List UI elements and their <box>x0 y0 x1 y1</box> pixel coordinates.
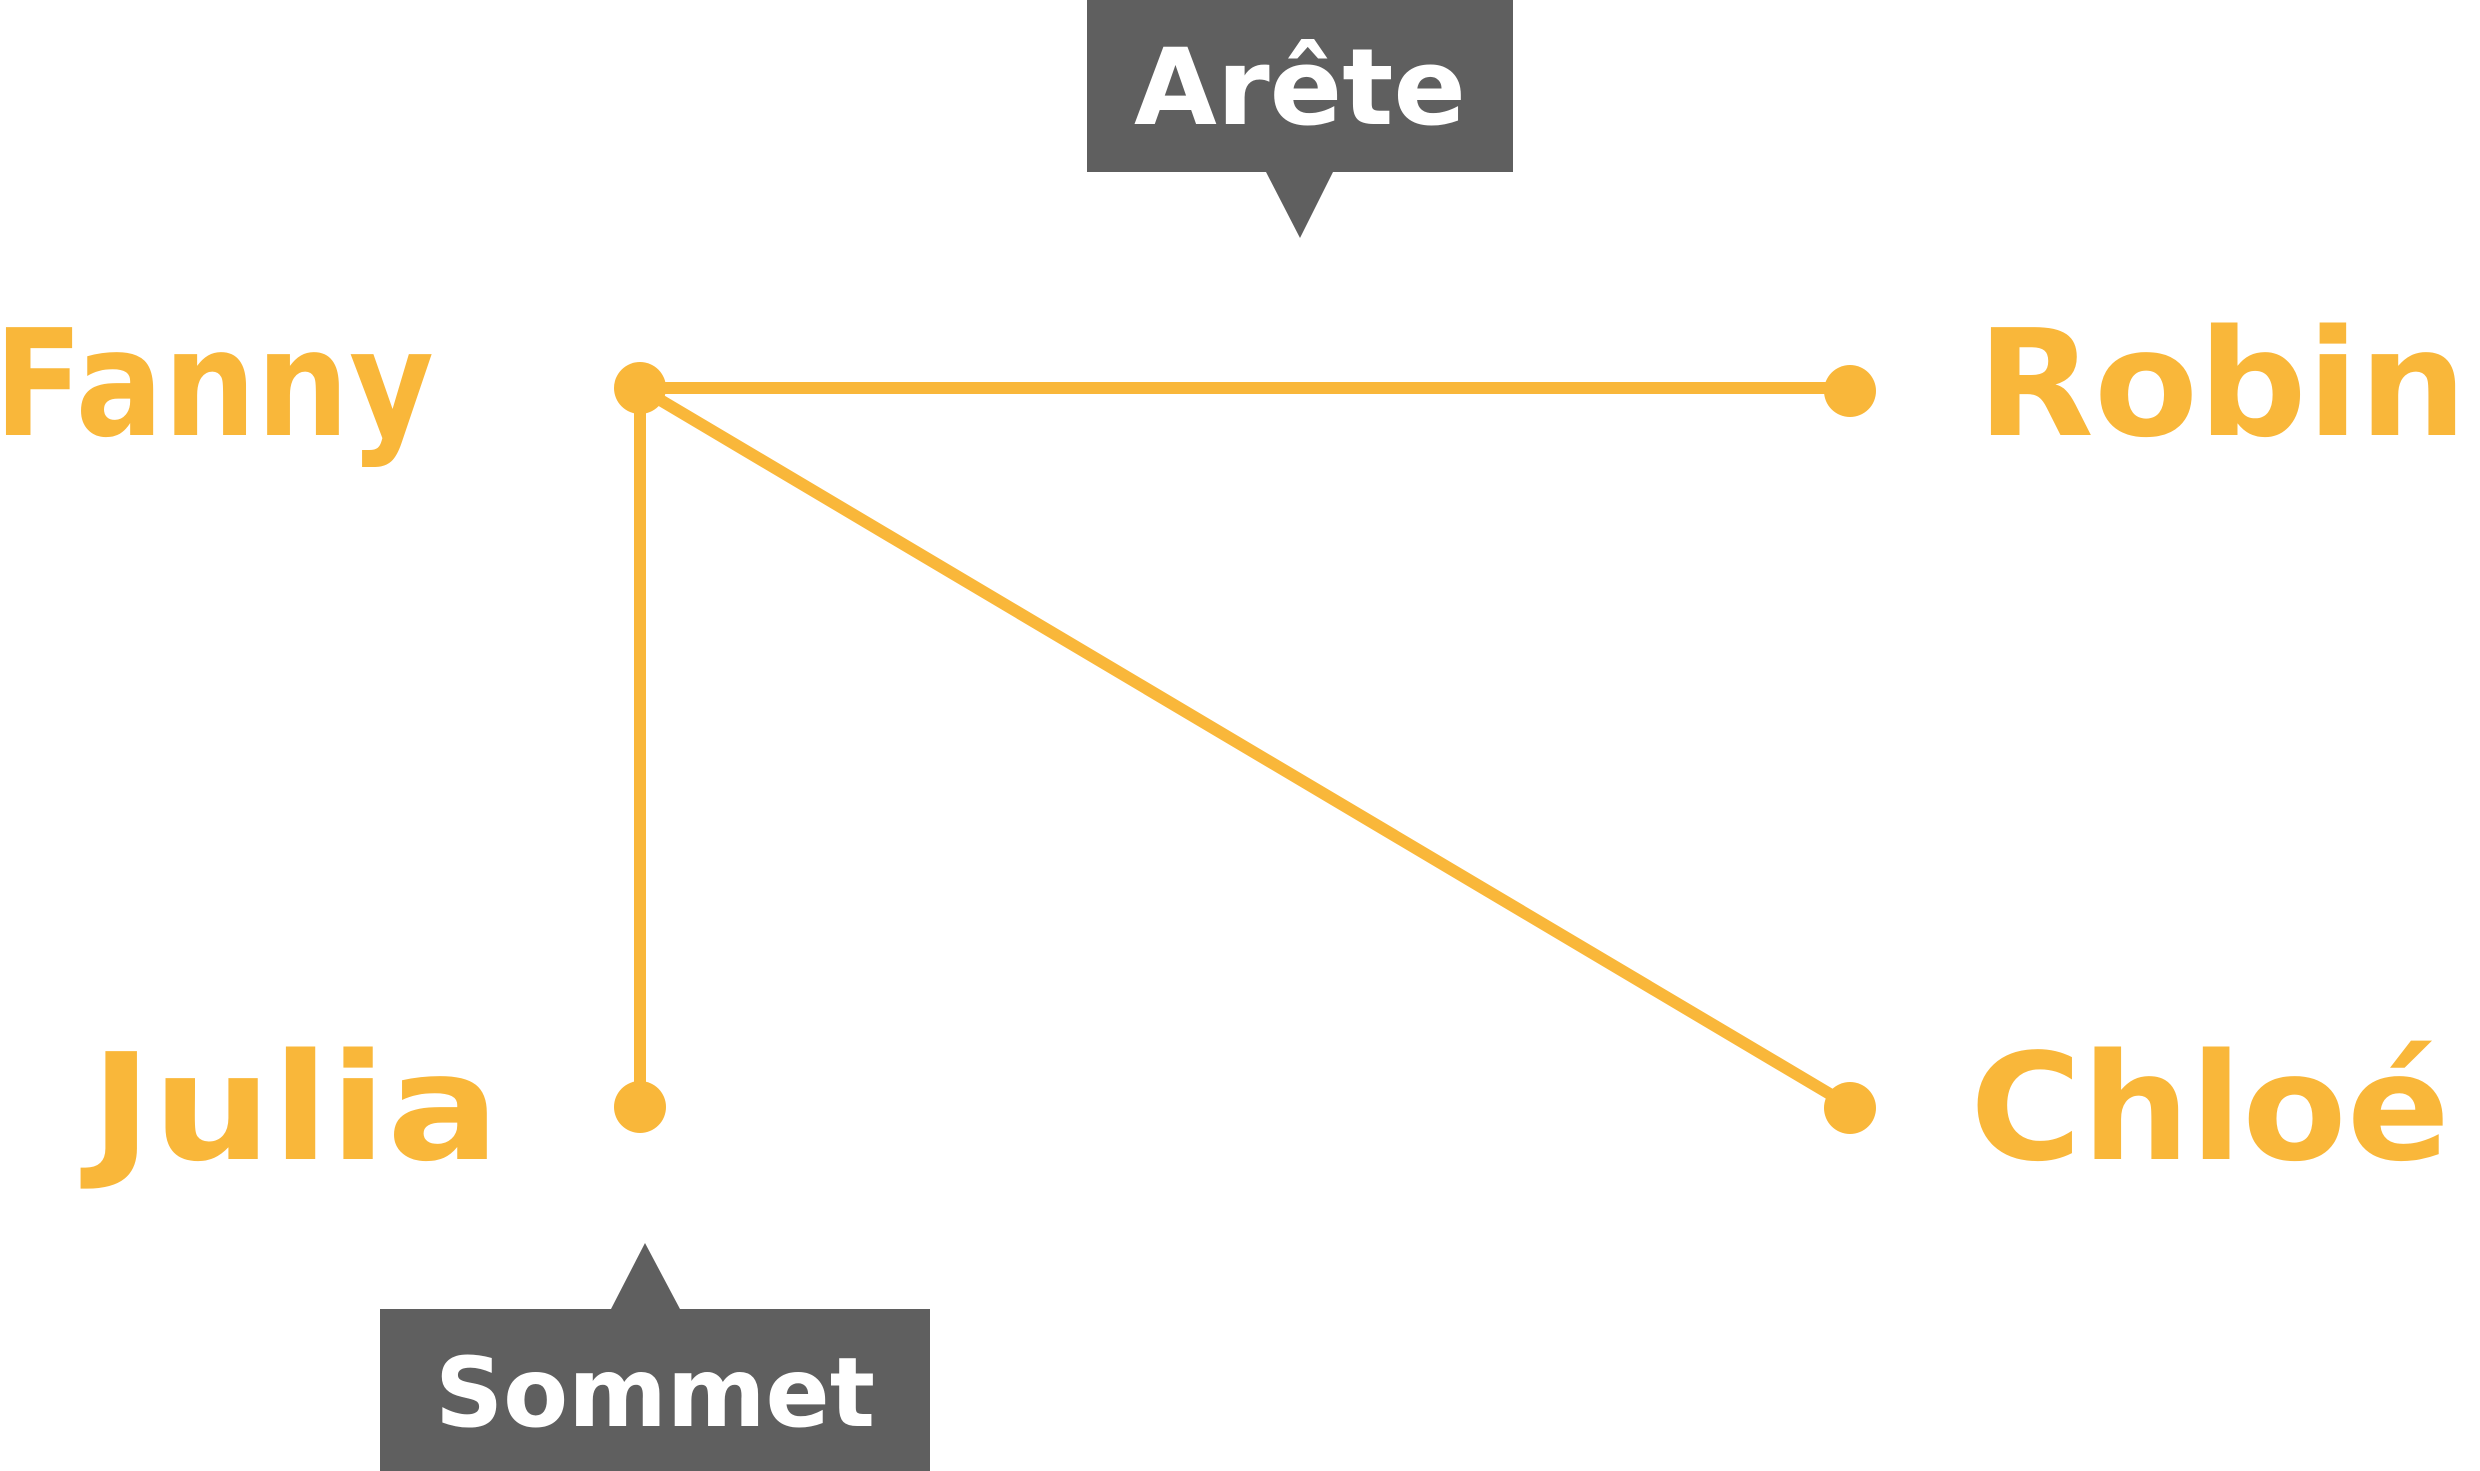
vertex-robin <box>1824 365 1876 417</box>
node-label-chloe: Chloé <box>1970 1022 2450 1194</box>
node-labels: Fanny Robin Julia Chloé <box>0 298 2467 1194</box>
node-label-fanny: Fanny <box>0 298 434 470</box>
node-label-robin: Robin <box>1977 298 2467 470</box>
vertex-fanny <box>614 362 666 414</box>
callout-edge-box <box>1087 0 1513 238</box>
edges <box>634 382 1856 1112</box>
vertices <box>614 362 1876 1134</box>
callout-edge: Arête <box>1087 0 1513 238</box>
callout-vertex: Sommet <box>380 1243 930 1471</box>
node-label-julia: Julia <box>80 1022 500 1194</box>
callout-vertex-label: Sommet <box>435 1337 875 1449</box>
vertex-julia <box>614 1081 666 1133</box>
callout-edge-label: Arête <box>1134 26 1466 149</box>
vertex-chloe <box>1824 1082 1876 1134</box>
callout-vertex-box <box>380 1243 930 1471</box>
edge-fanny-chloe <box>634 382 1856 1112</box>
